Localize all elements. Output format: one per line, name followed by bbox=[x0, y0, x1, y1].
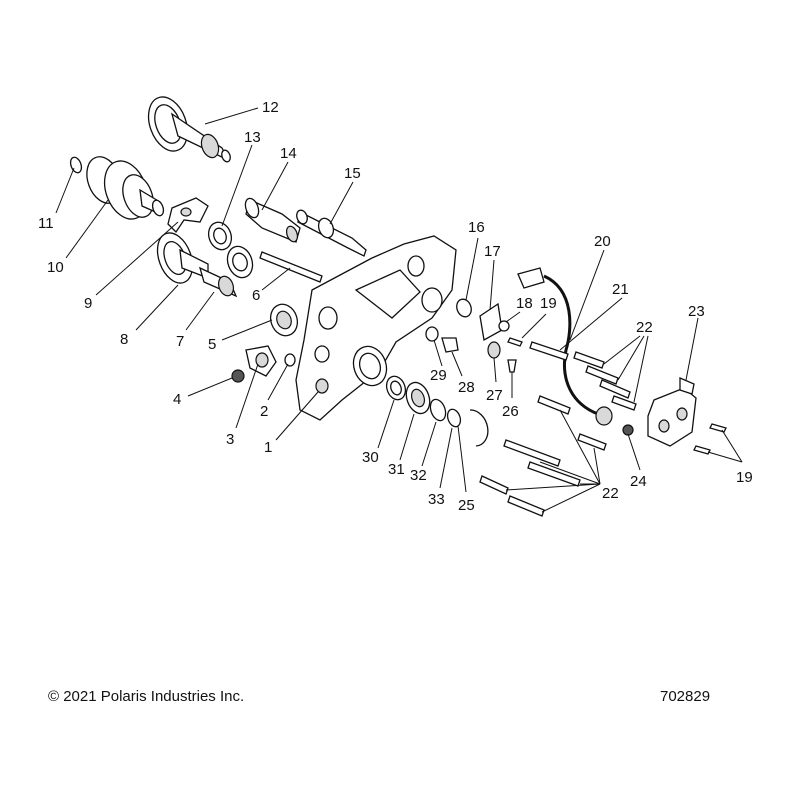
part-5-bearing bbox=[269, 303, 299, 337]
part-33-washer bbox=[446, 408, 462, 428]
callout-6: 6 bbox=[252, 287, 260, 304]
part-22-bolts bbox=[479, 351, 637, 517]
callout-3: 3 bbox=[226, 431, 234, 448]
callout-4: 4 bbox=[173, 391, 181, 408]
part-9-shift-fork bbox=[167, 197, 209, 234]
part-6-rod bbox=[259, 251, 323, 283]
callout-12: 12 bbox=[262, 99, 279, 116]
callout-17: 17 bbox=[484, 243, 501, 260]
callout-26: 26 bbox=[502, 403, 519, 420]
callout-31: 31 bbox=[388, 461, 405, 478]
part-16-washer bbox=[456, 298, 472, 318]
part-28-plug bbox=[441, 337, 459, 353]
part-12-output-shaft-gear bbox=[147, 96, 231, 163]
part-29-seal bbox=[425, 326, 439, 342]
part-1-transmission-case bbox=[295, 235, 457, 421]
copyright-notice: © 2021 Polaris Industries Inc. bbox=[48, 688, 245, 705]
part-24-nut bbox=[622, 424, 634, 436]
part-10-gear-cluster bbox=[86, 156, 165, 220]
callout-24: 24 bbox=[630, 473, 647, 490]
part-20-wire-harness bbox=[517, 267, 613, 426]
part-3-sensor bbox=[245, 345, 277, 377]
callout-16: 16 bbox=[468, 219, 485, 236]
part-7-splined-shaft bbox=[198, 266, 238, 298]
callout-15: 15 bbox=[344, 165, 361, 182]
part-13-bearing bbox=[207, 221, 254, 279]
part-27-bushing bbox=[487, 341, 501, 359]
callout-2: 2 bbox=[260, 403, 268, 420]
callout-11: 11 bbox=[38, 215, 54, 232]
callout-20: 20 bbox=[594, 233, 611, 250]
callout-13: 13 bbox=[244, 129, 261, 146]
callout-25: 25 bbox=[458, 497, 475, 514]
part-31-bearing bbox=[405, 381, 431, 415]
part-21-bracket bbox=[529, 341, 569, 361]
leader-lines bbox=[55, 107, 743, 513]
callout-19-right: 19 bbox=[736, 469, 753, 486]
part-32-washer bbox=[429, 398, 447, 422]
part-30-seal bbox=[385, 375, 407, 401]
part-17-shift-link bbox=[479, 302, 503, 342]
callout-23: 23 bbox=[688, 303, 705, 320]
callout-21: 21 bbox=[612, 281, 629, 298]
callout-32: 32 bbox=[410, 467, 427, 484]
callout-29: 29 bbox=[430, 367, 447, 384]
part-18-nut bbox=[498, 320, 510, 332]
callout-labels: 12 11 10 9 8 7 13 14 15 6 5 4 3 2 1 16 1… bbox=[38, 99, 753, 514]
callout-22-lower: 22 bbox=[602, 485, 619, 502]
part-23-mount-bracket bbox=[647, 377, 697, 447]
callout-30: 30 bbox=[362, 449, 379, 466]
callout-18: 18 bbox=[516, 295, 533, 312]
part-15-shaft bbox=[296, 209, 367, 257]
part-11-snap-ring bbox=[69, 156, 83, 174]
part-2-o-ring bbox=[284, 353, 296, 367]
part-4-nut bbox=[231, 369, 245, 383]
part-14-shift-drum bbox=[244, 197, 301, 243]
callout-5: 5 bbox=[208, 336, 216, 353]
callout-8: 8 bbox=[120, 331, 128, 348]
callout-33: 33 bbox=[428, 491, 445, 508]
callout-10: 10 bbox=[47, 259, 64, 276]
callout-14: 14 bbox=[280, 145, 297, 162]
callout-22-upper: 22 bbox=[636, 319, 653, 336]
callout-1: 1 bbox=[264, 439, 272, 456]
callout-27: 27 bbox=[486, 387, 503, 404]
part-8-gear bbox=[156, 232, 209, 284]
figure-number: 702829 bbox=[660, 688, 711, 705]
callout-19-top: 19 bbox=[540, 295, 557, 312]
part-26-screw bbox=[507, 359, 517, 373]
part-25-retaining-ring bbox=[469, 409, 489, 447]
callout-7: 7 bbox=[176, 333, 184, 350]
callout-28: 28 bbox=[458, 379, 475, 396]
callout-9: 9 bbox=[84, 295, 92, 312]
